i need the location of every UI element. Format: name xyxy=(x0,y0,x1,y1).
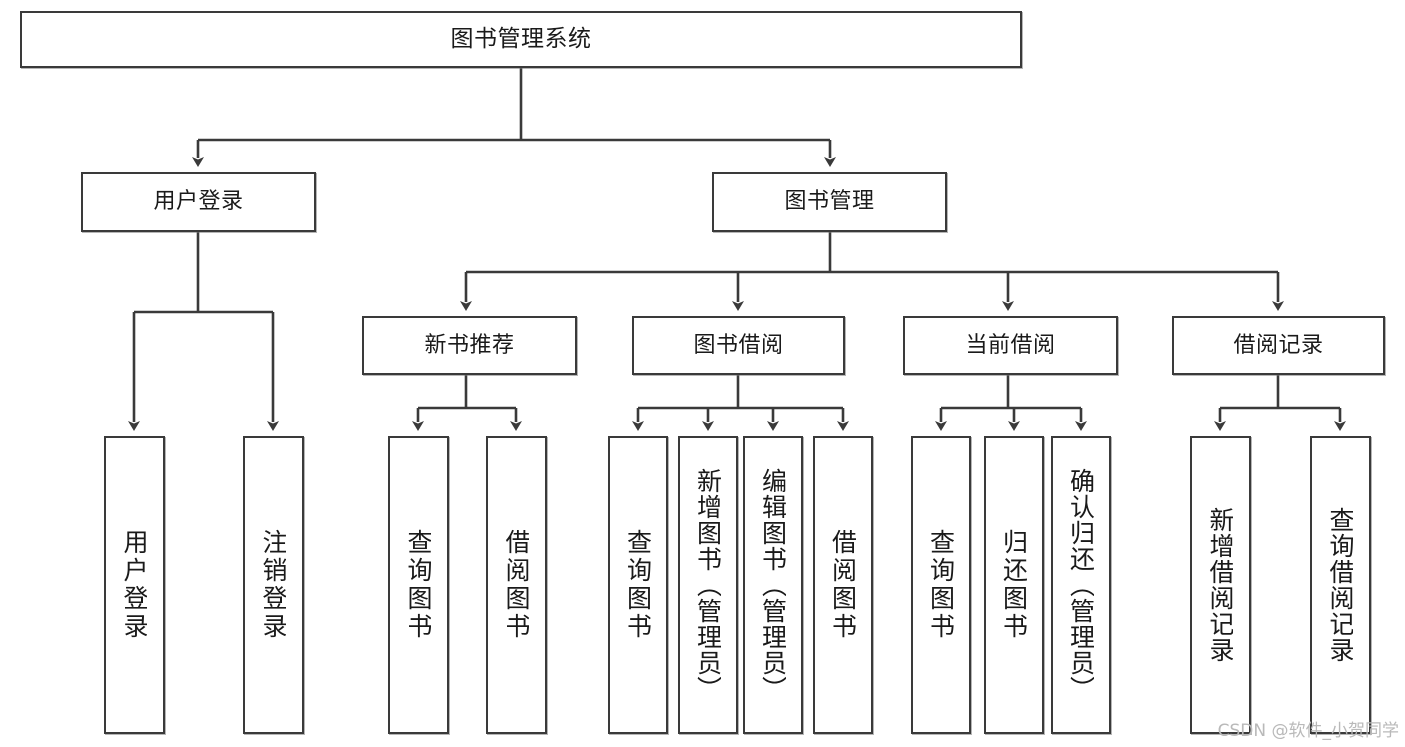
node-new-book-recommend-label: 新书推荐 xyxy=(424,332,515,358)
leaf-add-book-admin-label: 新增图书（管理员） xyxy=(695,468,721,702)
leaf-new-book-query-label: 查询图书 xyxy=(406,529,431,641)
leaf-borrow-query-book-label: 查询图书 xyxy=(625,529,651,641)
leaf-return-book[interactable]: 归还图书 xyxy=(984,436,1044,734)
node-root-label: 图书管理系统 xyxy=(450,25,592,52)
node-book-management-label: 图书管理 xyxy=(784,189,875,215)
leaf-query-borrow-record[interactable]: 查询借阅记录 xyxy=(1310,436,1371,734)
leaf-user-login-label: 用户登录 xyxy=(122,529,147,641)
leaf-new-book-borrow[interactable]: 借阅图书 xyxy=(486,436,547,734)
leaf-current-query-book[interactable]: 查询图书 xyxy=(911,436,971,734)
node-borrow-record[interactable]: 借阅记录 xyxy=(1172,316,1385,375)
leaf-query-borrow-record-label: 查询借阅记录 xyxy=(1328,507,1353,663)
leaf-logout-login[interactable]: 注销登录 xyxy=(243,436,304,734)
node-current-borrow-label: 当前借阅 xyxy=(965,332,1056,358)
leaf-borrow-book-label: 借阅图书 xyxy=(830,529,856,641)
leaf-add-borrow-record-label: 新增借阅记录 xyxy=(1208,507,1233,663)
leaf-new-book-borrow-label: 借阅图书 xyxy=(504,529,529,641)
leaf-user-login[interactable]: 用户登录 xyxy=(104,436,165,734)
node-book-management[interactable]: 图书管理 xyxy=(712,172,947,232)
leaf-return-book-label: 归还图书 xyxy=(1001,529,1027,641)
node-book-borrow-label: 图书借阅 xyxy=(693,332,784,358)
leaf-confirm-return-admin-label: 确认归还（管理员） xyxy=(1068,468,1094,702)
leaf-edit-book-admin[interactable]: 编辑图书（管理员） xyxy=(743,436,803,734)
node-current-borrow[interactable]: 当前借阅 xyxy=(903,316,1118,375)
node-user-login[interactable]: 用户登录 xyxy=(81,172,316,232)
leaf-confirm-return-admin[interactable]: 确认归还（管理员） xyxy=(1051,436,1111,734)
node-new-book-recommend[interactable]: 新书推荐 xyxy=(362,316,577,375)
leaf-logout-login-label: 注销登录 xyxy=(261,529,286,641)
leaf-add-book-admin[interactable]: 新增图书（管理员） xyxy=(678,436,738,734)
leaf-edit-book-admin-label: 编辑图书（管理员） xyxy=(760,468,786,702)
node-borrow-record-label: 借阅记录 xyxy=(1233,332,1324,358)
leaf-current-query-book-label: 查询图书 xyxy=(928,529,954,641)
node-user-login-label: 用户登录 xyxy=(153,189,244,215)
node-root[interactable]: 图书管理系统 xyxy=(20,11,1022,68)
leaf-borrow-book[interactable]: 借阅图书 xyxy=(813,436,873,734)
leaf-add-borrow-record[interactable]: 新增借阅记录 xyxy=(1190,436,1251,734)
leaf-borrow-query-book[interactable]: 查询图书 xyxy=(608,436,668,734)
leaf-new-book-query[interactable]: 查询图书 xyxy=(388,436,449,734)
csdn-watermark: CSDN @软件_小贺同学 xyxy=(1217,721,1399,741)
node-book-borrow[interactable]: 图书借阅 xyxy=(632,316,845,375)
